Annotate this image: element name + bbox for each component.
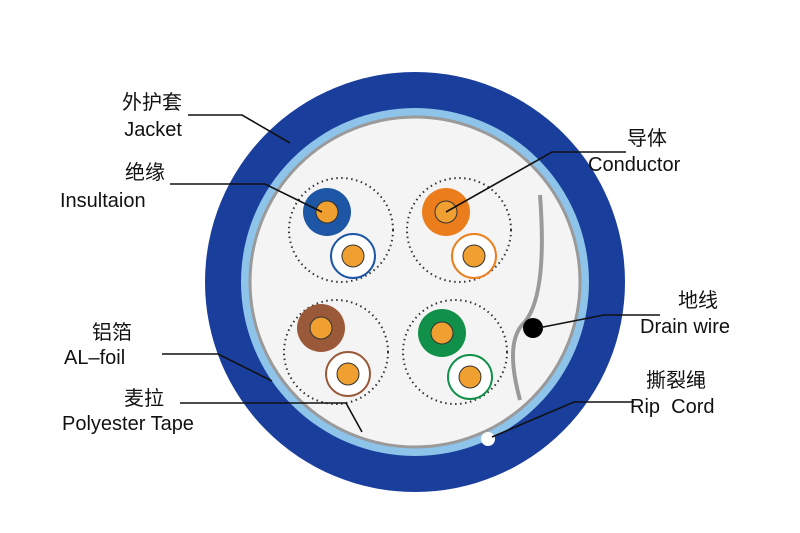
pair-shield-brown xyxy=(283,299,389,405)
leader-rip-cord xyxy=(491,401,634,438)
label-rip-cord-zh: 撕裂绳 xyxy=(646,370,706,392)
conductor xyxy=(430,321,454,345)
leader-conductor xyxy=(445,151,626,213)
pair-blue xyxy=(303,188,376,279)
label-polyester-tape-zh: 麦拉 xyxy=(124,388,164,410)
polyester-tape-ring xyxy=(248,115,582,449)
conductor xyxy=(341,244,365,268)
label-al-foil-en: AL–foil xyxy=(64,347,126,369)
pair-green xyxy=(418,309,493,400)
label-insulation-en: Insultaion xyxy=(60,190,146,212)
conductor xyxy=(309,316,333,340)
label-jacket-zh: 外护套 xyxy=(122,92,182,114)
leader-al-foil xyxy=(162,353,273,382)
drain-wire xyxy=(523,318,543,338)
conductor xyxy=(315,200,339,224)
leader-jacket xyxy=(188,114,291,144)
leader-drain-wire xyxy=(537,314,660,329)
label-drain-wire-en: Drain wire xyxy=(640,316,731,338)
label-rip-cord-en: Rip Cord xyxy=(630,396,715,418)
pair-brown xyxy=(297,304,371,397)
rip-cord xyxy=(481,432,495,446)
conductor xyxy=(462,244,486,268)
leader-insulation xyxy=(170,183,323,213)
label-jacket-en: Jacket xyxy=(124,119,182,141)
leader-polyester-tape xyxy=(180,402,363,433)
leader-lines xyxy=(162,114,660,438)
pair-shield-orange xyxy=(406,177,512,283)
conductor xyxy=(458,365,482,389)
label-al-foil-zh: 铝箔 xyxy=(92,322,132,344)
label-conductor-en: Conductor xyxy=(588,154,681,176)
pair-shield-blue xyxy=(288,177,394,283)
label-polyester-tape-en: Polyester Tape xyxy=(62,413,194,435)
pair-shield-green xyxy=(402,299,508,405)
drain-wire-track xyxy=(510,194,544,401)
label-drain-wire-zh: 地线 xyxy=(678,290,718,312)
conductor xyxy=(336,362,360,386)
label-conductor-zh: 导体 xyxy=(627,128,667,150)
label-insulation-zh: 绝缘 xyxy=(125,162,165,184)
